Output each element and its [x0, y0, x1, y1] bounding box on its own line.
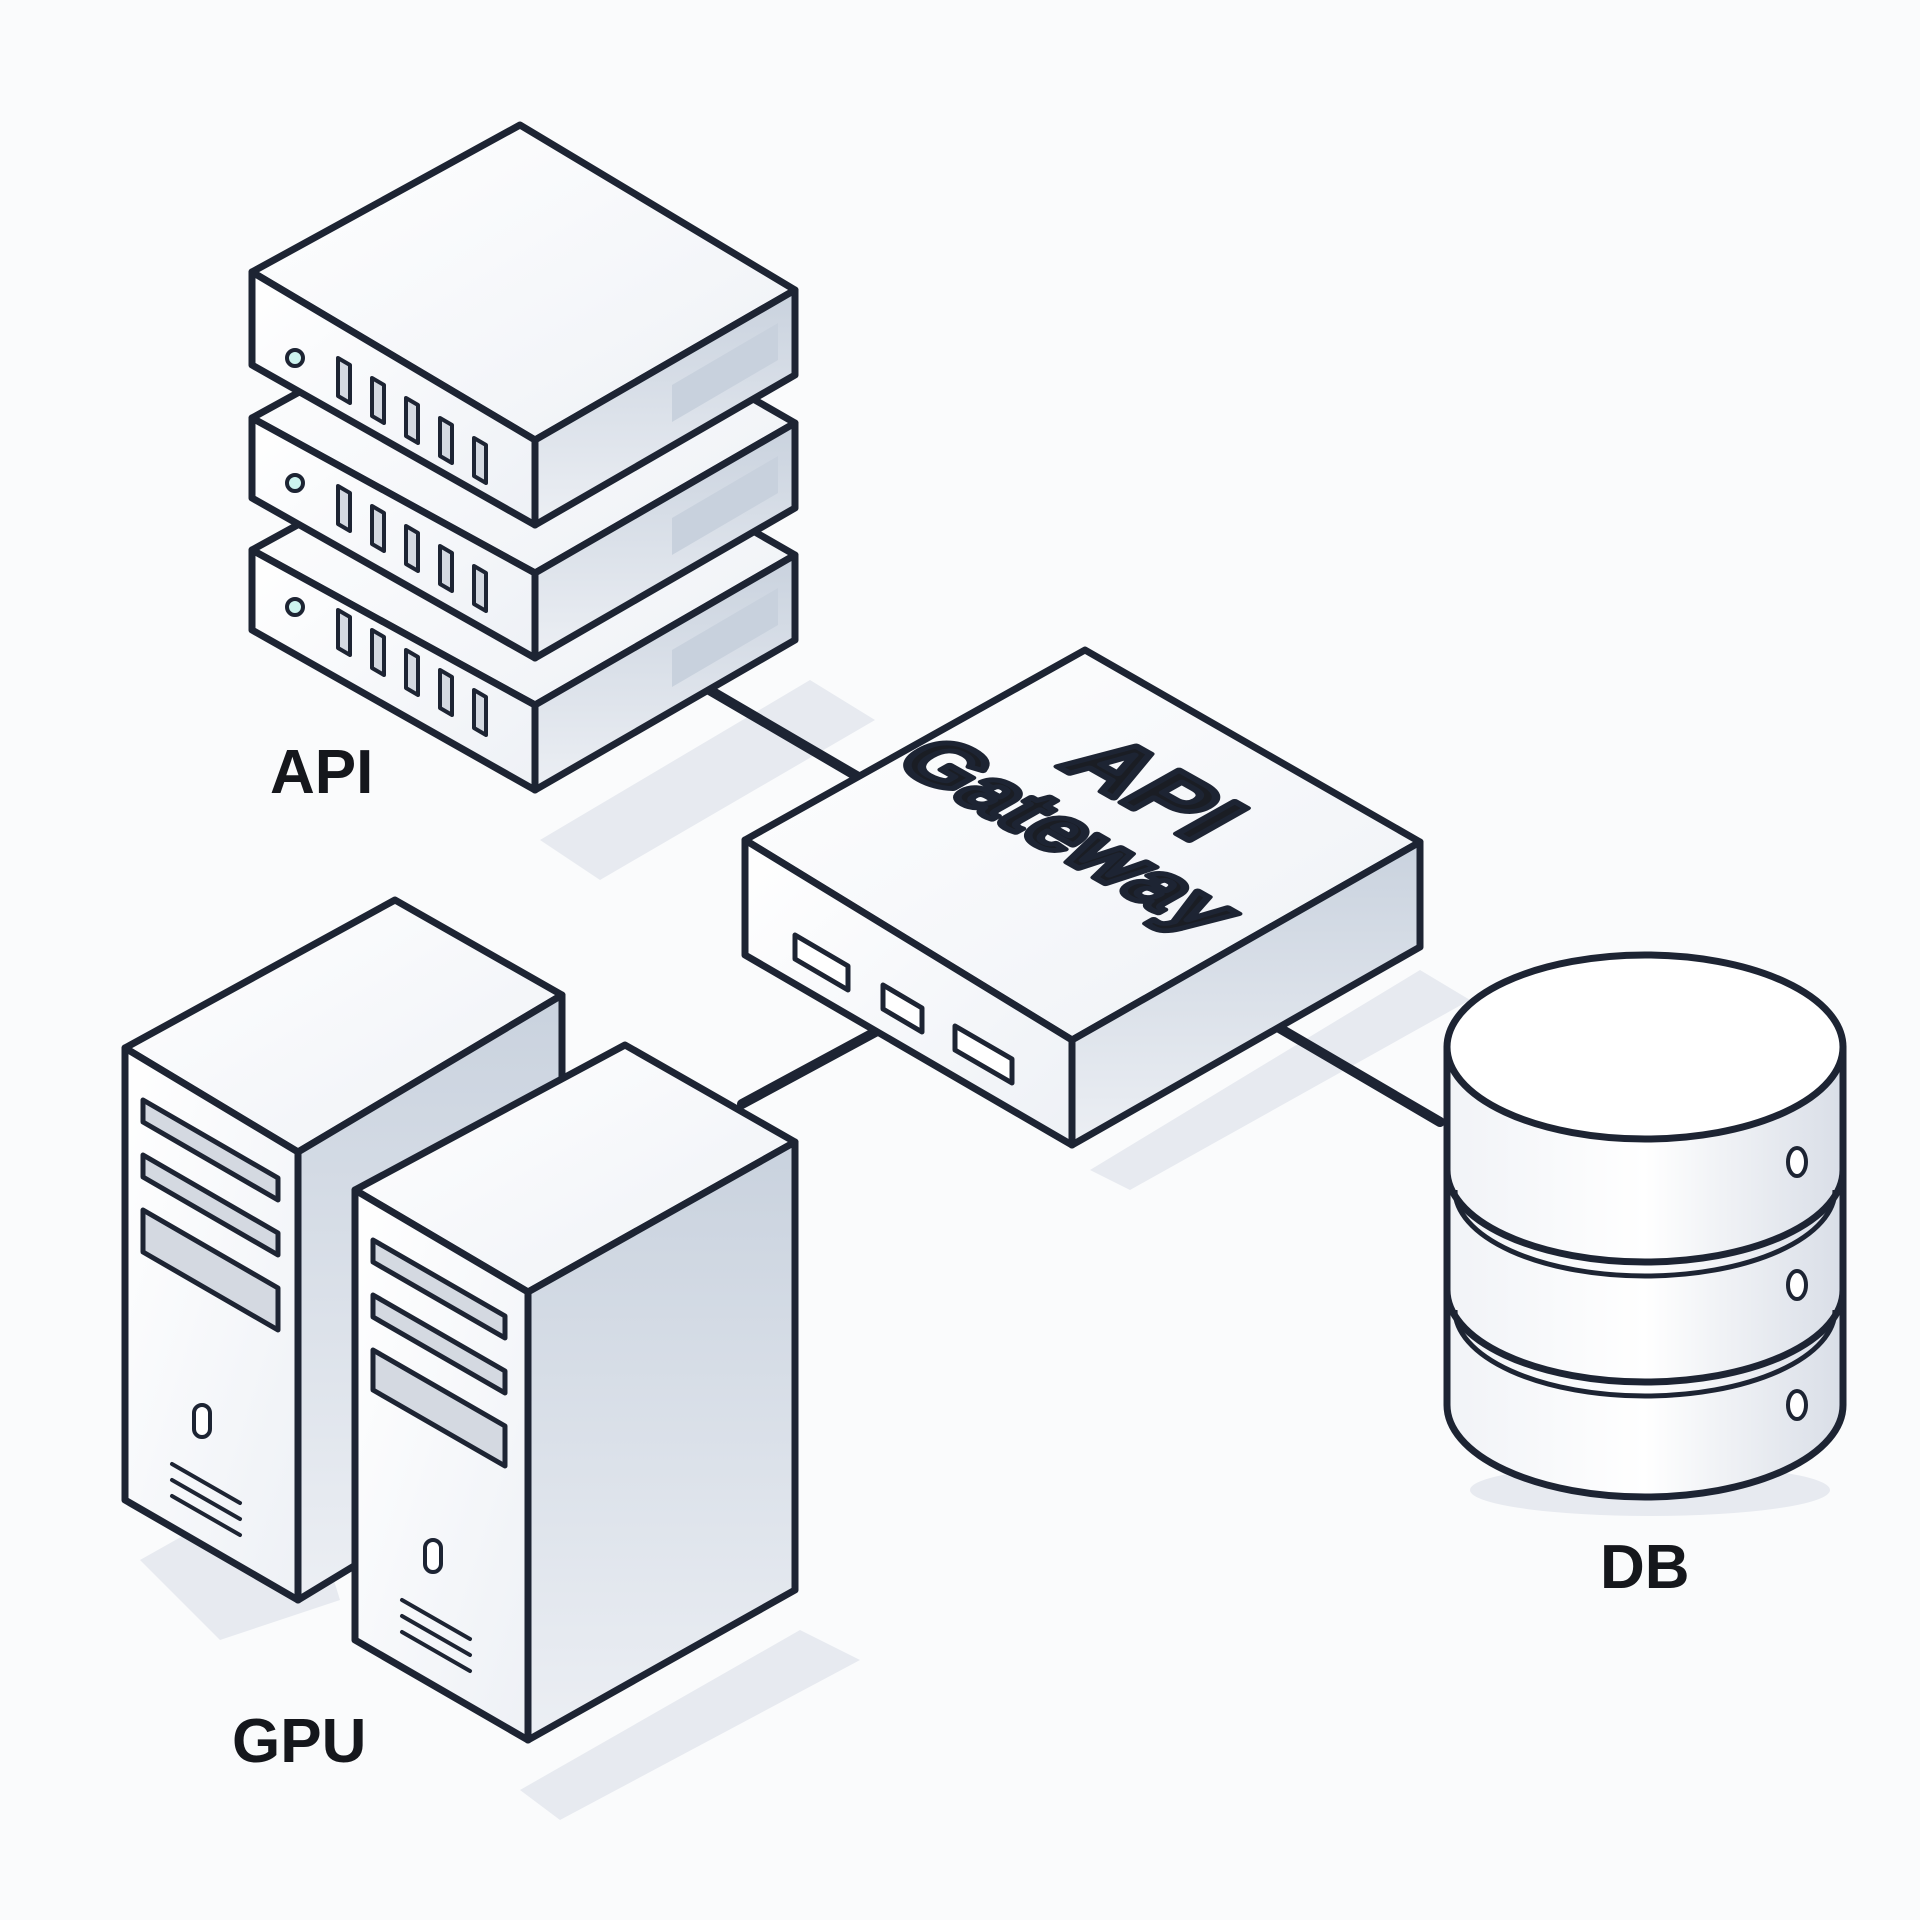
- api-unit-side: [531, 419, 799, 662]
- status-led-icon: [1786, 1269, 1808, 1301]
- status-led-icon: [1786, 1389, 1808, 1421]
- power-button-icon: [423, 1538, 443, 1574]
- gpu-server-group: [121, 896, 799, 1744]
- api-unit-vent-panel: [672, 456, 778, 555]
- status-led-icon: [285, 597, 305, 617]
- network-port-icon: [880, 982, 925, 1035]
- gateway-ports: [792, 932, 1015, 1086]
- vent-grille-icon: [170, 1462, 242, 1537]
- status-led-icon: [1786, 1146, 1808, 1178]
- status-led-icon: [285, 348, 305, 368]
- database-cylinder: [1443, 951, 1847, 1501]
- api-gateway: API Gateway: [741, 646, 1424, 1149]
- api-server-stack: [248, 121, 799, 794]
- status-led-icon: [285, 473, 305, 493]
- drive-bays: [370, 1237, 508, 1469]
- power-button-icon: [192, 1403, 212, 1439]
- api-unit-vent-panel: [672, 588, 778, 687]
- drive-bays: [140, 1097, 281, 1333]
- db-top: [1443, 951, 1847, 1143]
- database-label: DB: [1600, 1533, 1690, 1602]
- db-disk-seam: [1443, 1169, 1847, 1266]
- api-unit-side: [531, 551, 799, 794]
- api-server-unit: [248, 121, 799, 529]
- gpu-server-tower: [351, 1041, 799, 1744]
- drive-bays: [336, 484, 488, 613]
- api-unit-side: [531, 286, 799, 529]
- db-status-leds: [1786, 1146, 1808, 1421]
- db-disk-seam: [1452, 1189, 1838, 1279]
- api-unit-vent-panel: [672, 323, 778, 422]
- gateway-side: [1068, 838, 1424, 1149]
- vent-grille-icon: [400, 1598, 472, 1673]
- gpu-servers-label: GPU: [232, 1707, 366, 1776]
- drive-bays: [336, 608, 488, 737]
- network-port-icon: [792, 932, 851, 993]
- drive-bays: [336, 356, 488, 485]
- db-disk-seam: [1452, 1309, 1838, 1399]
- network-port-icon: [952, 1023, 1015, 1086]
- db-disk-seam: [1443, 1289, 1847, 1386]
- api-servers-label: API: [270, 738, 373, 807]
